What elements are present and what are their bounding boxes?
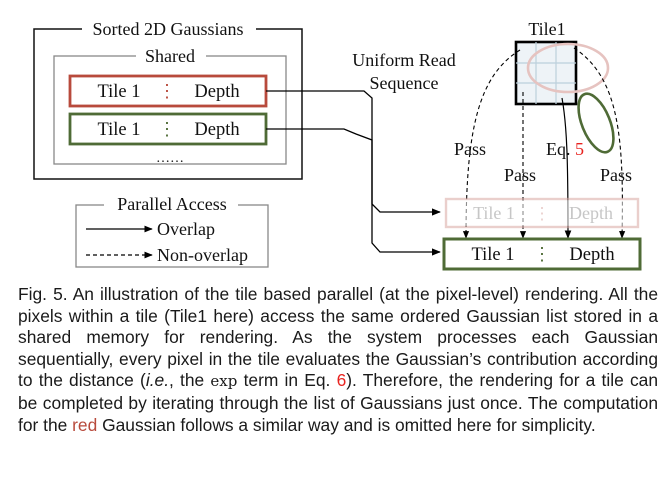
active-row-tile: Tile 1 — [471, 245, 514, 265]
row-red-depth: Depth — [194, 82, 239, 102]
gaussian-row-red: Tile 1 ⋮ Depth — [68, 74, 268, 108]
sorted-gaussians-title: Sorted 2D Gaussians — [93, 19, 244, 39]
row-red-tile: Tile 1 — [97, 82, 140, 102]
ghost-row-tile: Tile 1 — [473, 203, 515, 223]
pass-label-1: Pass — [454, 139, 486, 159]
pass-label-3: Pass — [600, 165, 632, 185]
legend-overlap-label: Overlap — [157, 219, 215, 239]
eq-label: Eq. 5 — [546, 139, 584, 159]
figure-caption: Fig. 5. An illustration of the tile base… — [18, 284, 658, 435]
gaussian-row-green: Tile 1 ⋮ Depth — [68, 112, 268, 146]
legend-title: Parallel Access — [117, 194, 226, 214]
ghost-row-separator: ⋮ — [534, 204, 551, 223]
sorted-gaussians-box: Sorted 2D Gaussians — [33, 18, 303, 180]
eq-6-reference[interactable]: 6 — [336, 370, 347, 391]
row-red-separator: ⋮ — [158, 81, 176, 101]
uniform-read-label-line2: Sequence — [370, 73, 439, 93]
row-green-depth: Depth — [194, 120, 239, 140]
eq-ref: 5 — [575, 139, 584, 159]
connector-red — [266, 90, 441, 216]
tile-grid — [514, 40, 578, 106]
uniform-read-label-line1: Uniform Read — [352, 50, 455, 70]
row-green-tile: Tile 1 — [97, 120, 140, 140]
pass-label-2: Pass — [504, 165, 536, 185]
tile-label: Tile1 — [528, 19, 565, 39]
ghost-row: Tile 1 ⋮ Depth — [444, 197, 640, 229]
ghost-row-depth: Depth — [569, 203, 613, 223]
active-row-depth: Depth — [569, 245, 614, 265]
active-row: Tile 1 ⋮ Depth — [442, 237, 642, 271]
legend-non-overlap-label: Non-overlap — [157, 245, 248, 265]
gaussian-ellipse-red — [526, 42, 610, 94]
gaussian-ellipse-green — [577, 92, 615, 154]
row-green-separator: ⋮ — [158, 119, 176, 139]
list-ellipsis: …… — [156, 151, 184, 166]
shared-title: Shared — [145, 46, 195, 66]
figure-diagram: Sorted 2D Gaussians Shared Tile 1 ⋮ Dept… — [33, 18, 642, 271]
shared-box: Shared — [53, 46, 287, 165]
active-row-separator: ⋮ — [533, 244, 551, 264]
connector-green — [266, 128, 441, 256]
pass-arrow-1 — [462, 49, 521, 239]
legend-box: Parallel Access Overlap Non-overlap — [75, 194, 269, 268]
